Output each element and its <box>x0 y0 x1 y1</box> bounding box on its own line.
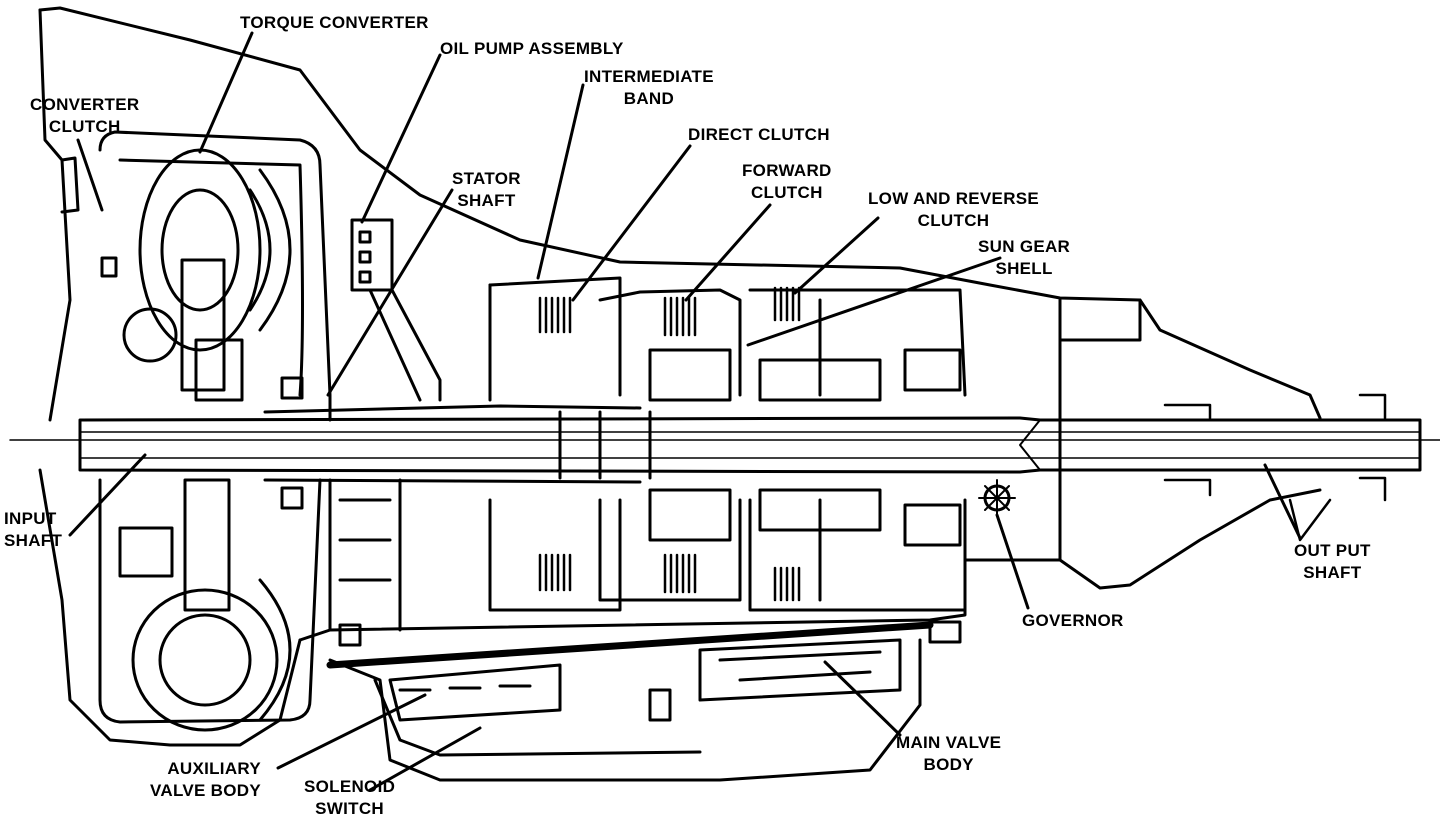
leader-oil-pump <box>360 53 442 224</box>
main-shaft <box>9 410 1440 480</box>
case-outline <box>38 6 1322 782</box>
label-input-shaft: INPUT SHAFT <box>4 509 63 550</box>
torque-converter-shape <box>60 130 332 732</box>
leader-sun-gear-shell <box>746 256 1002 347</box>
governor-gear <box>978 479 1016 517</box>
stator-oil-pump <box>263 218 642 632</box>
leader-torque-converter <box>198 31 254 154</box>
valve-bodies <box>326 620 962 722</box>
leader-input-shaft <box>68 453 147 537</box>
label-auxiliary-valve-body: AUXILIARY VALVE BODY <box>150 759 261 800</box>
label-low-reverse-clutch: LOW AND REVERSE CLUTCH <box>868 189 1040 230</box>
leader-main-valve-body <box>823 660 902 737</box>
label-torque-converter: TORQUE CONVERTER <box>240 13 429 32</box>
leader-converter-clutch <box>76 138 104 212</box>
label-forward-clutch: FORWARD CLUTCH <box>742 161 832 202</box>
extension-housing <box>1163 393 1387 542</box>
label-main-valve-body: MAIN VALVE BODY <box>896 733 1002 774</box>
leader-governor <box>995 513 1030 610</box>
leader-lines <box>68 31 1302 792</box>
leader-intermediate-band <box>536 83 585 280</box>
label-intermediate-band: INTERMEDIATE BAND <box>584 67 714 108</box>
label-output-shaft: OUT PUT SHAFT <box>1294 541 1371 582</box>
leader-low-reverse <box>793 216 880 295</box>
label-stator-shaft: STATOR SHAFT <box>452 169 521 210</box>
clutch-pack-assembly <box>488 276 967 612</box>
leader-stator-shaft <box>326 188 454 397</box>
label-sun-gear-shell: SUN GEAR SHELL <box>978 237 1071 278</box>
leader-direct-clutch <box>571 144 692 302</box>
label-solenoid-switch: SOLENOID SWITCH <box>304 777 396 818</box>
label-governor: GOVERNOR <box>1022 611 1124 630</box>
label-direct-clutch: DIRECT CLUTCH <box>688 125 830 144</box>
label-converter-clutch: CONVERTER CLUTCH <box>30 95 140 136</box>
label-oil-pump-assembly: OIL PUMP ASSEMBLY <box>440 39 624 58</box>
leader-solenoid-switch <box>368 726 482 792</box>
leader-auxiliary-valve-body <box>276 693 427 770</box>
leader-forward-clutch <box>684 203 772 302</box>
leader-output-shaft <box>1263 463 1302 540</box>
